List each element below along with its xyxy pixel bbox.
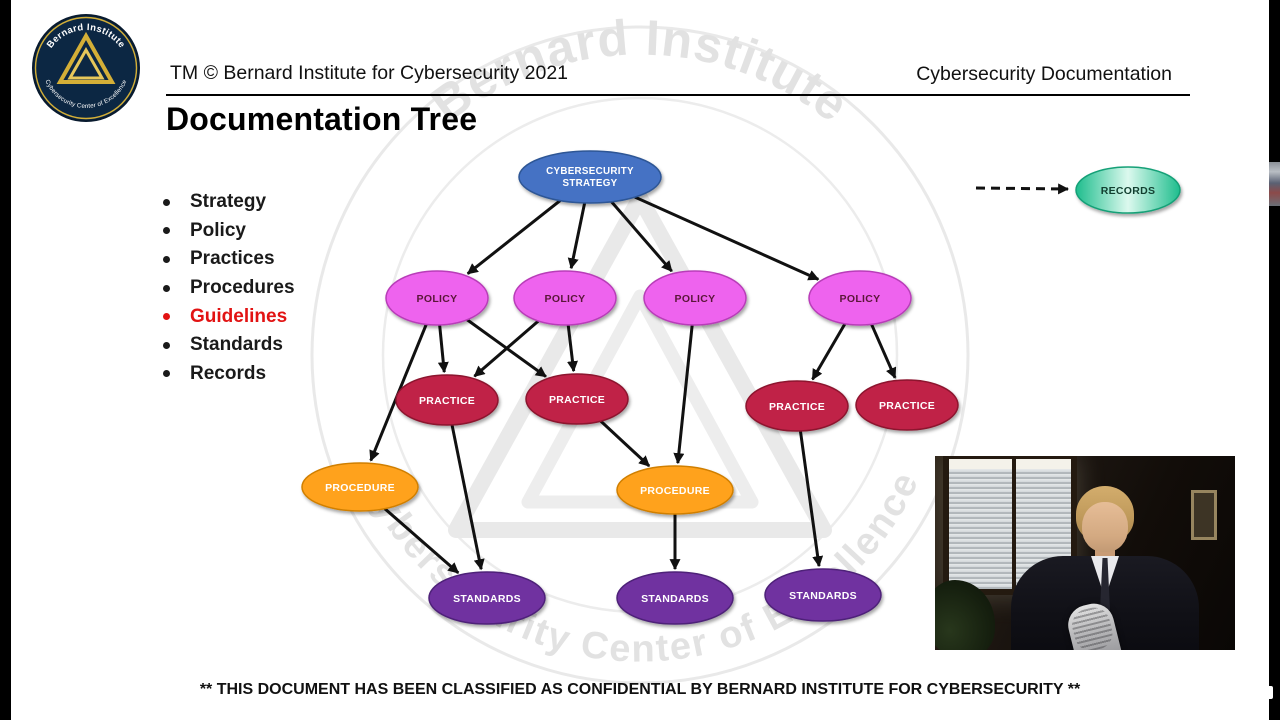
node-label: PRACTICE: [419, 395, 475, 407]
bullet-marker: [163, 284, 170, 292]
bullet-item-standards: Standards: [163, 331, 295, 360]
edge-arrow: [870, 323, 897, 379]
bullet-marker: [163, 227, 170, 235]
header-rule: [166, 94, 1190, 96]
bullet-marker: [163, 341, 170, 349]
picture-frame: [1191, 490, 1217, 540]
node-label: PRACTICE: [769, 401, 825, 413]
node-practice-1: PRACTICE: [395, 374, 499, 426]
edge-arrow: [473, 319, 540, 378]
bullet-list: Strategy Policy Practices Procedures Gui…: [163, 188, 295, 388]
bullet-marker: [163, 255, 170, 263]
bullet-label: Practices: [190, 248, 275, 270]
edge-arrow: [383, 507, 460, 575]
letterbox-bar-left: [0, 0, 11, 720]
bullet-label: Strategy: [190, 191, 267, 213]
edge-arrow: [466, 199, 562, 275]
node-records: RECORDS: [1075, 166, 1181, 214]
node-standards-2: STANDARDS: [616, 571, 734, 625]
node-standards-3: STANDARDS: [764, 568, 882, 622]
microphone-grille: [1068, 604, 1116, 650]
node-practice-2: PRACTICE: [525, 373, 629, 425]
bullet-marker: [163, 370, 170, 378]
edge-arrow: [437, 324, 449, 374]
webcam-overlay: [935, 456, 1235, 650]
right-edge-fragment: [1267, 686, 1273, 699]
dashed-edge-arrow: [975, 183, 1070, 195]
node-label: PRACTICE: [549, 394, 605, 406]
header-trademark: TM © Bernard Institute for Cybersecurity…: [170, 62, 569, 84]
node-policy-2: POLICY: [513, 270, 617, 326]
bullet-item-practices: Practices: [163, 245, 295, 274]
edge-arrow: [798, 430, 824, 568]
valknut-triangle-inner-icon: [67, 46, 105, 80]
node-label: PRACTICE: [879, 400, 935, 412]
node-label: STANDARDS: [789, 590, 857, 602]
node-label: POLICY: [675, 293, 716, 305]
footer-classification: ** THIS DOCUMENT HAS BEEN CLASSIFIED AS …: [199, 681, 1081, 698]
bullet-label: Procedures: [190, 277, 295, 299]
bullet-label: Policy: [190, 219, 246, 241]
bullet-item-policy: Policy: [163, 217, 295, 246]
node-label: POLICY: [417, 293, 458, 305]
logo-circle: [32, 14, 140, 122]
node-policy-1: POLICY: [385, 270, 489, 326]
bullet-label: Standards: [190, 334, 283, 356]
node-label: POLICY: [840, 293, 881, 305]
edge-arrow: [811, 323, 847, 381]
node-policy-4: POLICY: [808, 270, 912, 326]
bullet-marker: [163, 313, 170, 321]
edge-arrow: [634, 195, 820, 281]
node-label: STANDARDS: [453, 593, 521, 605]
bullet-item-strategy: Strategy: [163, 188, 295, 217]
edge-arrow: [566, 324, 578, 373]
node-policy-3: POLICY: [643, 270, 747, 326]
node-practice-3: PRACTICE: [745, 380, 849, 432]
edge-arrow: [673, 324, 694, 465]
bullet-marker: [163, 198, 170, 206]
logo-gold-ring: [34, 16, 138, 120]
bullet-label: Guidelines: [190, 305, 288, 327]
bullet-label: Records: [190, 362, 267, 384]
right-edge-sliver: [1269, 162, 1280, 206]
page-title: Documentation Tree: [166, 101, 478, 137]
edge-arrow: [450, 424, 485, 571]
node-label: PROCEDURE: [325, 482, 395, 494]
edge-arrow: [599, 420, 651, 468]
node-procedure-2: PROCEDURE: [616, 465, 734, 515]
edge-arrow: [610, 200, 673, 273]
presenter-face: [1082, 502, 1128, 552]
node-procedure-1: PROCEDURE: [301, 462, 419, 512]
header-section-title: Cybersecurity Documentation: [916, 63, 1172, 85]
edge-arrow: [567, 202, 587, 270]
valknut-triangle-icon: [56, 31, 116, 84]
node-label: STANDARDS: [641, 593, 709, 605]
bernard-institute-logo: Bernard Institute Cybersecurity Center o…: [32, 14, 140, 122]
node-label: RECORDS: [1101, 185, 1156, 197]
node-label: PROCEDURE: [640, 485, 710, 497]
blind-top-rail: [949, 459, 1071, 469]
node-standards-1: STANDARDS: [428, 571, 546, 625]
letterbox-bar-right: [1269, 0, 1280, 720]
presenter-tie: [1100, 558, 1110, 610]
node-label: POLICY: [545, 293, 586, 305]
bullet-item-records: Records: [163, 360, 295, 389]
bullet-item-guidelines: Guidelines: [163, 302, 295, 331]
bullet-item-procedures: Procedures: [163, 274, 295, 303]
node-practice-4: PRACTICE: [855, 379, 959, 431]
